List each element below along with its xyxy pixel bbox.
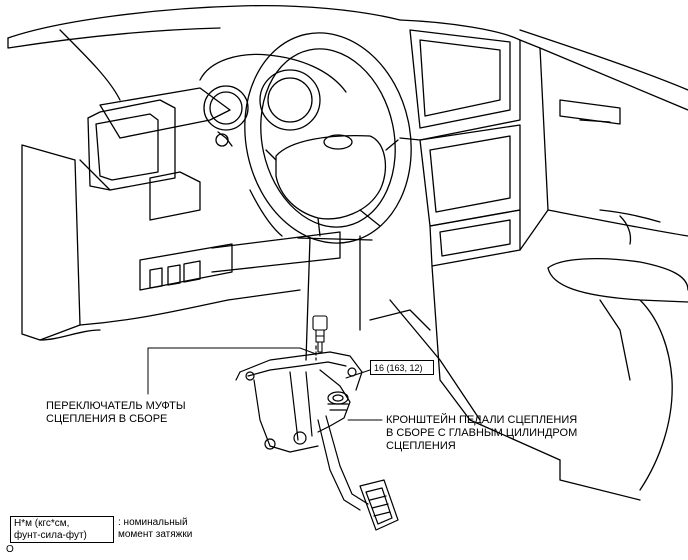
legend-description: : номинальный момент затяжки	[118, 517, 193, 540]
pedal-bracket-assembly	[235, 345, 399, 531]
switch-leader-line	[147, 347, 317, 395]
steering-wheel	[244, 32, 412, 361]
corner-mark: O	[6, 544, 14, 555]
torque-leader-line	[345, 369, 371, 379]
seat-outline	[369, 257, 688, 501]
torque-value-box: 16 (163, 12)	[370, 360, 434, 375]
right-side-panel	[519, 29, 688, 245]
clutch-switch-label: ПЕРЕКЛЮЧАТЕЛЬ МУФТЫ СЦЕПЛЕНИЯ В СБОРЕ	[46, 400, 186, 425]
clutch-switch-part	[312, 315, 328, 353]
center-console	[399, 19, 561, 461]
dashboard-outline	[7, 4, 401, 341]
pedal-bracket-label: КРОНШТЕЙН ПЕДАЛИ СЦЕПЛЕНИЯ В СБОРЕ С ГЛА…	[386, 414, 578, 452]
gauge-cluster	[199, 53, 347, 147]
legend-unit-box: Н*м (кгс*см, фунт-сила-фут)	[10, 516, 114, 543]
leader-lines	[147, 347, 383, 421]
